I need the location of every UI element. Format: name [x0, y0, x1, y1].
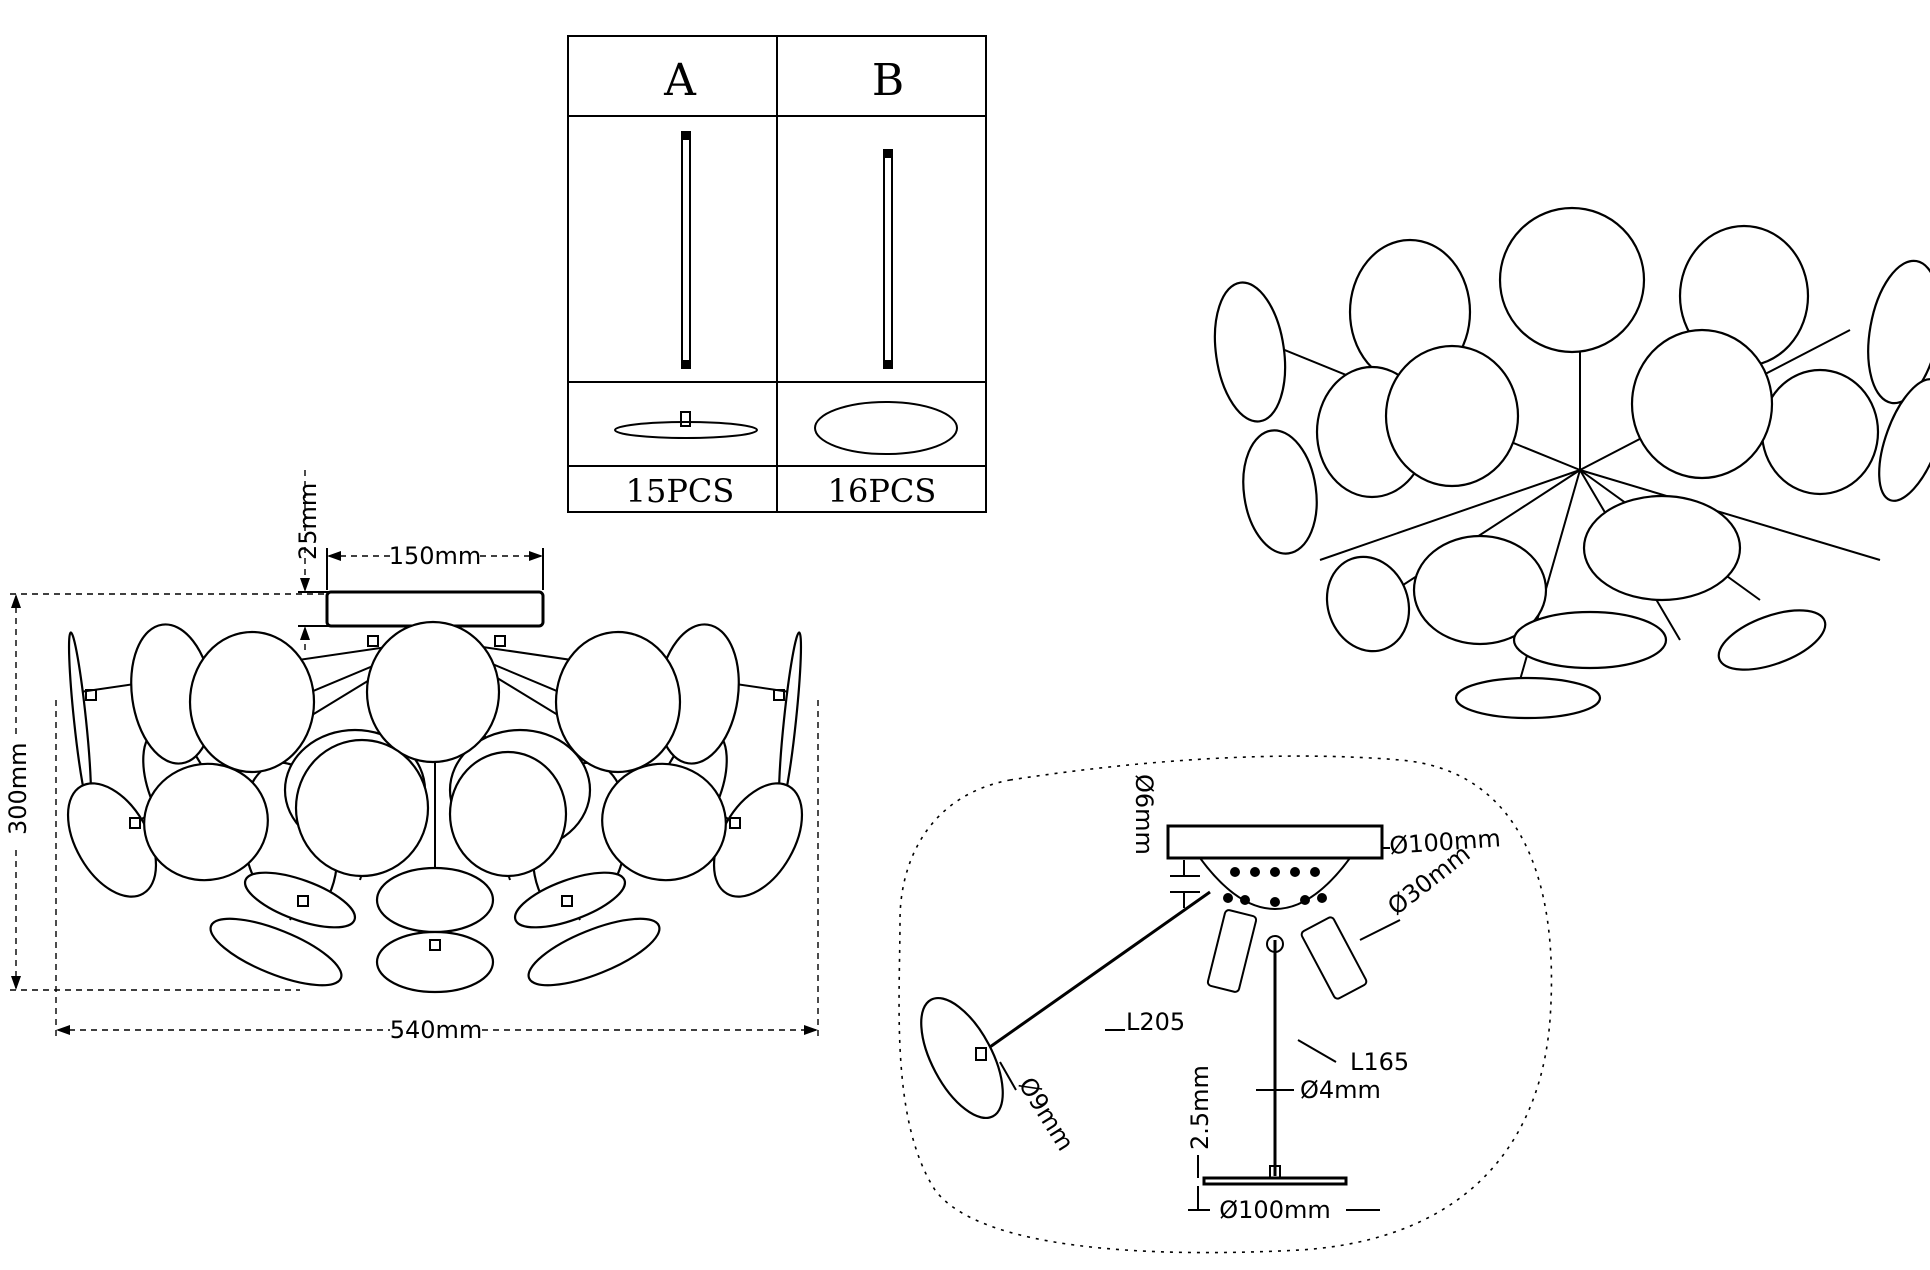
dim-width-label: 540mm — [390, 1016, 483, 1044]
rod-a-drawing — [681, 131, 691, 369]
detail-outline — [898, 755, 1553, 1254]
detail-dim-arm-205: L205 — [1126, 1008, 1185, 1036]
detail-canopy — [1166, 824, 1384, 860]
dim-canopy-height: 25mm — [294, 470, 330, 650]
disc-a-drawing — [614, 411, 758, 439]
disc-b-drawing — [814, 401, 958, 455]
front-main-discs — [130, 620, 740, 994]
detail-dim-disc-thickness: 2.5mm — [1186, 1065, 1214, 1150]
perspective-view — [1213, 206, 1930, 720]
perspective-discs — [1213, 206, 1930, 720]
table-header-b: B — [872, 55, 904, 106]
detail-dim-disc-9: Ø9mm — [1013, 1072, 1080, 1155]
table-qty-a: 15PCS — [626, 472, 735, 510]
detail-dim-stem-6: Ø6mm — [1130, 774, 1158, 855]
detail-hub — [1199, 857, 1351, 910]
canopy — [325, 590, 545, 628]
table-qty-b: 16PCS — [828, 472, 937, 510]
front-view: 25mm 150mm 300mm — [4, 470, 819, 1044]
detail-spotlight-1 — [1206, 909, 1258, 993]
dim-width: 540mm — [55, 700, 819, 1044]
detail-dim-lines — [999, 847, 1401, 1211]
dim-canopy-width: 150mm — [326, 542, 544, 590]
parts-table: A B 15PCS 16PCS — [567, 35, 987, 513]
detail-dim-disc-100: Ø100mm — [1219, 1196, 1330, 1224]
dim-height: 300mm — [4, 593, 325, 991]
dim-height-label: 300mm — [4, 742, 32, 835]
detail-dim-rod-4: Ø4mm — [1300, 1076, 1381, 1104]
detail-hub-holes — [1223, 867, 1327, 907]
front-connectors — [85, 635, 785, 951]
dim-canopy-height-label: 25mm — [294, 483, 322, 560]
detail-dim-arm-165: L165 — [1350, 1048, 1409, 1076]
detail-spotlight-2 — [1300, 916, 1368, 1000]
detail-view: Ø6mm Ø100mm Ø30mm L205 L165 Ø4mm Ø9mm 2.… — [898, 755, 1553, 1254]
front-side-discs — [66, 631, 804, 898]
dim-canopy-width-label: 150mm — [389, 542, 482, 570]
table-header-a: A — [663, 55, 697, 106]
rod-b-drawing — [883, 149, 893, 369]
